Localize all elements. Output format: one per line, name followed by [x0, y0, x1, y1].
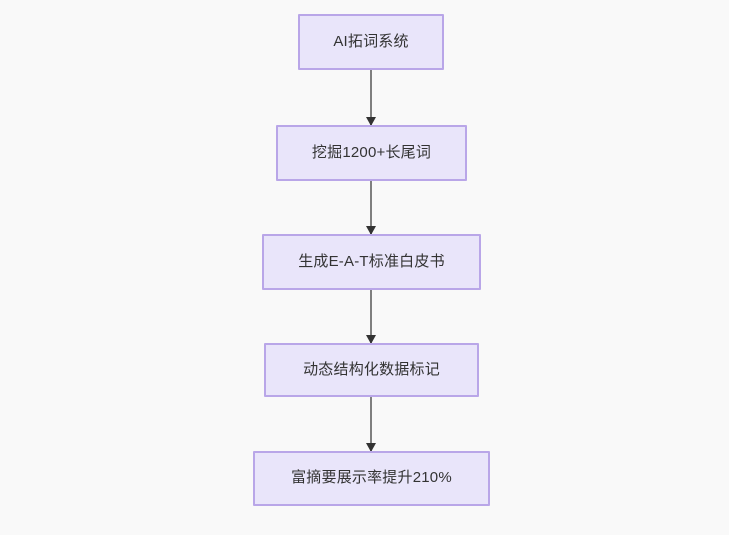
flow-node-rich-snippet-result[interactable]: 富摘要展示率提升210% — [253, 451, 490, 506]
flow-node-structured-data-markup[interactable]: 动态结构化数据标记 — [264, 343, 479, 397]
flow-node-longtail-mining[interactable]: 挖掘1200+长尾词 — [276, 125, 467, 181]
flow-node-ai-keyword-system[interactable]: AI拓词系统 — [298, 14, 444, 70]
edge-line — [370, 70, 372, 125]
flow-node-eat-whitepaper[interactable]: 生成E-A-T标准白皮书 — [262, 234, 481, 290]
edge-line — [370, 181, 372, 234]
edge-line — [370, 397, 372, 451]
edge-line — [370, 290, 372, 343]
